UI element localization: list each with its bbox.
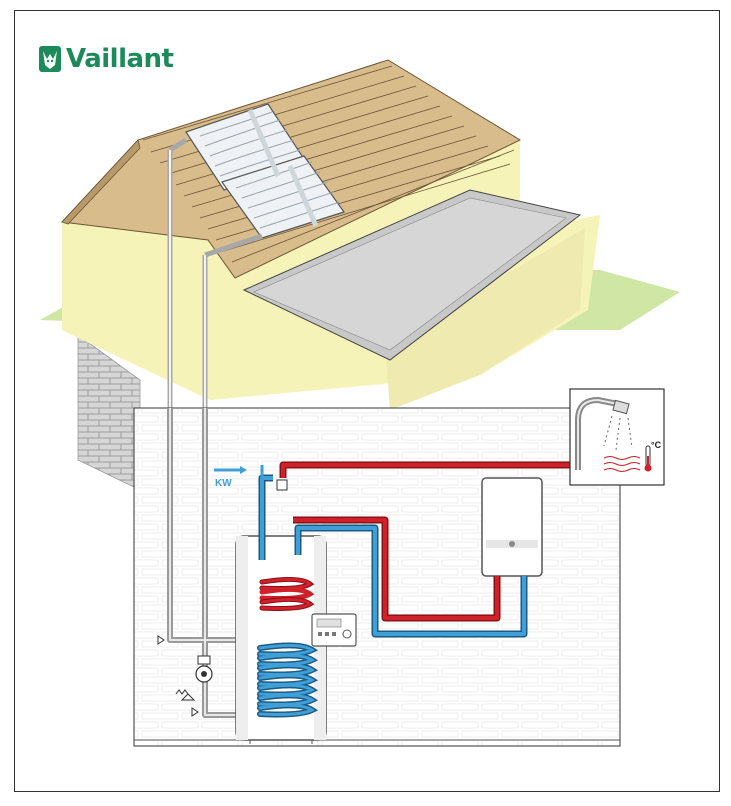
brand-logo: Vaillant <box>38 44 174 74</box>
mixing-valve <box>276 479 288 491</box>
cold-water-label: KW <box>215 478 232 489</box>
brand-name: Vaillant <box>66 44 174 74</box>
gas-boiler <box>481 477 543 577</box>
solar-controller <box>311 613 357 647</box>
extension-wall <box>385 228 585 410</box>
temperature-unit-label: °C <box>651 440 662 450</box>
upper-heat-exchanger-coil <box>259 576 315 611</box>
lower-solar-coil <box>257 642 318 718</box>
cold-water-inlet: KW <box>214 466 247 489</box>
solar-pump-group <box>157 635 213 717</box>
vaillant-hare-icon <box>39 46 61 72</box>
solar-collector-panels <box>185 103 345 239</box>
shower-inset: °C <box>569 388 665 486</box>
